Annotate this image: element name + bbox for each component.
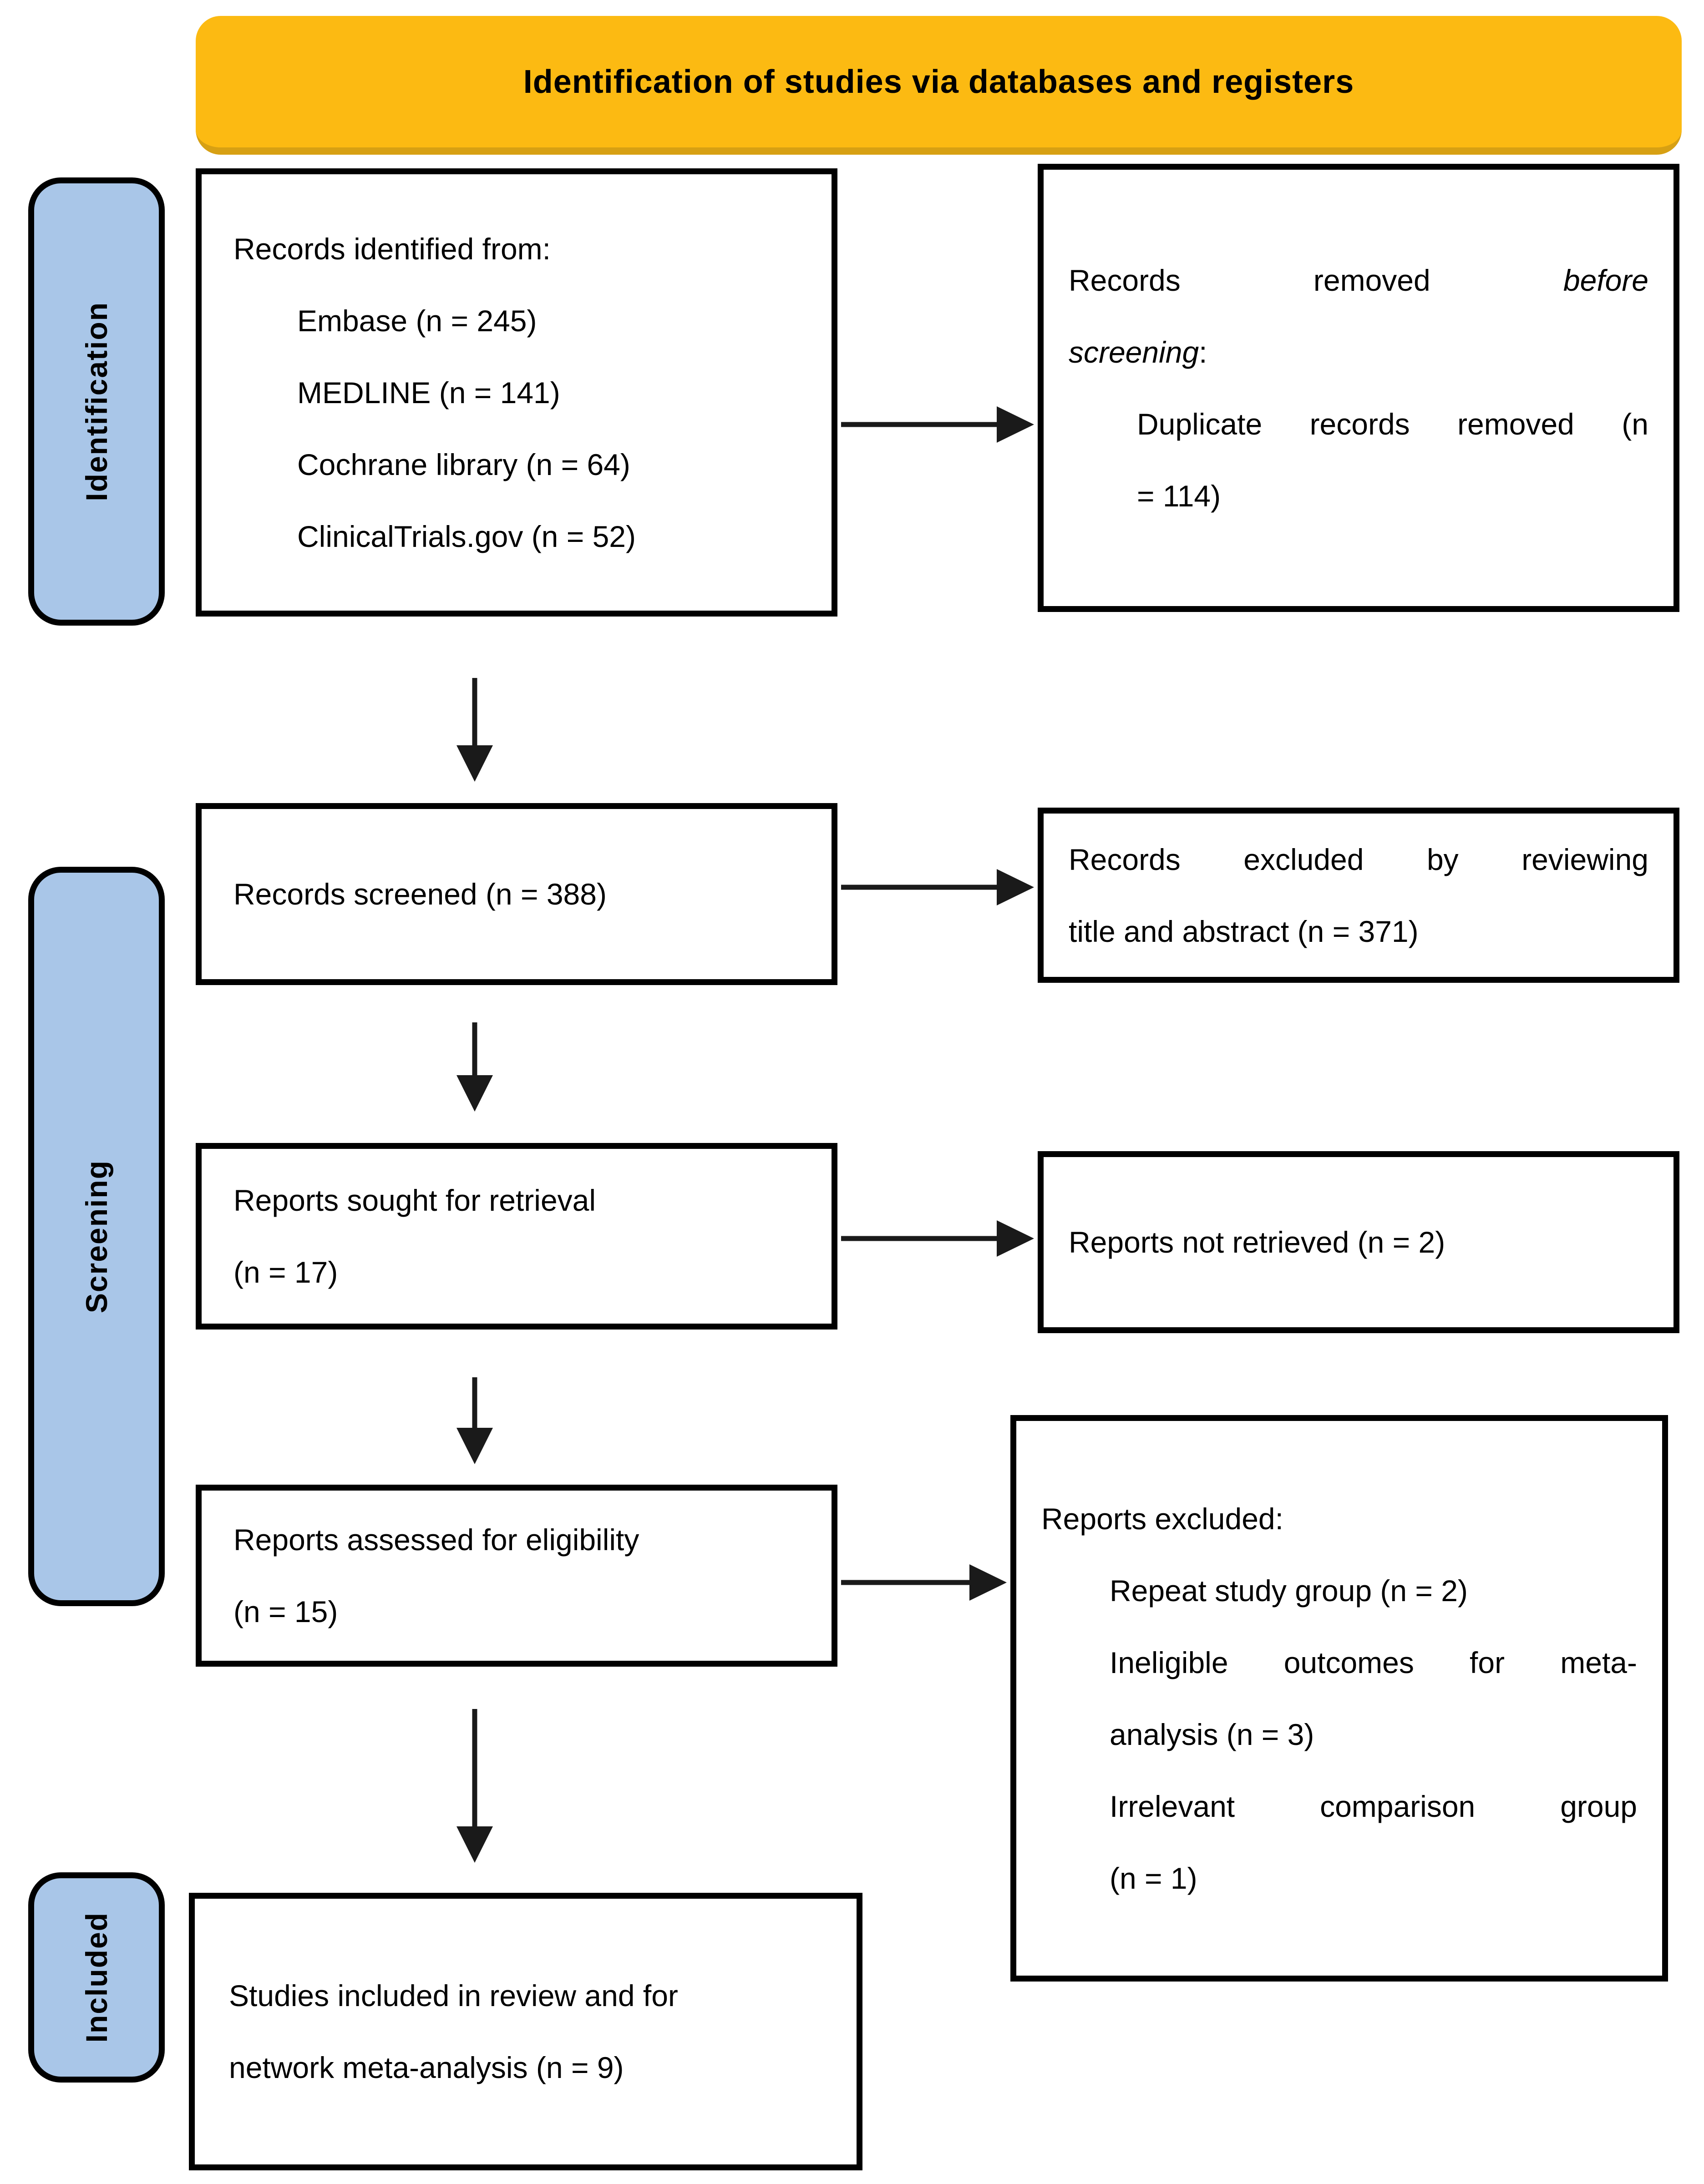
banner-title: Identification of studies via databases … xyxy=(523,63,1354,100)
reports-excluded-item2-word3: for xyxy=(1470,1645,1505,1679)
records-identified-item-medline: MEDLINE (n = 141) xyxy=(297,375,560,410)
reports-excluded-item2-line1: Ineligible outcomes for meta- xyxy=(1041,1627,1637,1699)
stage-label-screening: Screening xyxy=(28,867,165,1606)
reports-excluded-item2-word1: Ineligible xyxy=(1110,1645,1228,1679)
records-identified-box: Records identified from: Embase (n = 245… xyxy=(196,168,837,617)
records-identified-heading: Records identified from: xyxy=(233,232,551,266)
arrow-identified-to-removed-icon xyxy=(841,406,1034,443)
reports-sought-line2: (n = 17) xyxy=(233,1255,338,1289)
records-screened-box: Records screened (n = 388) xyxy=(196,803,837,985)
studies-included-box: Studies included in review and for netwo… xyxy=(189,1893,862,2170)
records-excluded-line1: Records excluded by reviewing xyxy=(1069,824,1648,895)
records-excluded-line2: title and abstract (n = 371) xyxy=(1069,914,1419,948)
records-removed-item-word1: Duplicate xyxy=(1137,407,1263,441)
records-excluded-line1-word2: excluded xyxy=(1243,842,1364,876)
records-excluded-line1-word1: Records xyxy=(1069,842,1181,876)
reports-assessed-box: Reports assessed for eligibility (n = 15… xyxy=(196,1485,837,1667)
records-removed-item-word2: records xyxy=(1309,407,1410,441)
reports-assessed-line1: Reports assessed for eligibility xyxy=(233,1523,639,1557)
reports-excluded-item3-line1: Irrelevant comparison group xyxy=(1041,1770,1637,1842)
records-identified-item-cochrane: Cochrane library (n = 64) xyxy=(297,447,630,481)
reports-excluded-heading: Reports excluded: xyxy=(1041,1502,1283,1536)
arrow-assessed-to-reports-excluded-icon xyxy=(841,1564,1007,1601)
records-identified-item-clinicaltrials: ClinicalTrials.gov (n = 52) xyxy=(297,519,636,553)
arrow-screened-to-excluded-icon xyxy=(841,869,1034,905)
reports-not-retrieved-text: Reports not retrieved (n = 2) xyxy=(1069,1225,1445,1259)
reports-excluded-item3-line2: (n = 1) xyxy=(1110,1861,1197,1895)
studies-included-line1: Studies included in review and for xyxy=(229,1979,678,2012)
records-removed-box: Records removed before screening: Duplic… xyxy=(1038,164,1679,612)
reports-sought-line1: Reports sought for retrieval xyxy=(233,1183,596,1217)
records-removed-line2: screening: xyxy=(1069,316,1648,388)
records-excluded-line1-word3: by xyxy=(1426,842,1459,876)
studies-included-line2: network meta-analysis (n = 9) xyxy=(229,2051,624,2084)
reports-excluded-item3-word1: Irrelevant xyxy=(1110,1789,1235,1823)
arrow-assessed-to-included-icon xyxy=(456,1709,493,1863)
records-removed-line1-word3: before xyxy=(1563,263,1648,297)
arrow-sought-to-assessed-icon xyxy=(456,1377,493,1464)
records-removed-item-line2: = 114) xyxy=(1137,479,1221,513)
records-excluded-line1-word4: reviewing xyxy=(1521,842,1648,876)
reports-excluded-item3-word3: group xyxy=(1560,1789,1637,1823)
reports-excluded-item2-line2: analysis (n = 3) xyxy=(1110,1717,1314,1751)
records-identified-item-embase: Embase (n = 245) xyxy=(297,303,537,338)
records-excluded-box: Records excluded by reviewing title and … xyxy=(1038,808,1679,983)
stage-label-included: Included xyxy=(28,1872,165,2083)
records-removed-line1-word1: Records xyxy=(1069,263,1181,297)
reports-assessed-line2: (n = 15) xyxy=(233,1595,338,1628)
reports-excluded-item2-word2: outcomes xyxy=(1283,1645,1414,1679)
records-removed-line2-italic: screening xyxy=(1069,335,1199,369)
records-removed-line1-word2: removed xyxy=(1313,263,1430,297)
records-removed-line1: Records removed before xyxy=(1069,244,1648,316)
records-removed-item-word4: (n xyxy=(1622,407,1648,441)
reports-not-retrieved-box: Reports not retrieved (n = 2) xyxy=(1038,1151,1679,1333)
records-removed-item-word3: removed xyxy=(1457,407,1574,441)
reports-excluded-box: Reports excluded: Repeat study group (n … xyxy=(1010,1415,1668,1982)
banner: Identification of studies via databases … xyxy=(196,16,1682,155)
stage-label-identification: Identification xyxy=(28,177,165,626)
arrow-screened-to-sought-icon xyxy=(456,1022,493,1112)
reports-excluded-item3-word2: comparison xyxy=(1320,1789,1476,1823)
reports-sought-box: Reports sought for retrieval (n = 17) xyxy=(196,1143,837,1330)
records-screened-text: Records screened (n = 388) xyxy=(233,877,607,911)
reports-excluded-item1: Repeat study group (n = 2) xyxy=(1110,1573,1468,1608)
reports-excluded-item2-word4: meta- xyxy=(1560,1645,1637,1679)
arrow-identified-to-screened-icon xyxy=(456,678,493,782)
records-removed-item-line1: Duplicate records removed (n xyxy=(1069,388,1648,460)
arrow-sought-to-not-retrieved-icon xyxy=(841,1220,1034,1257)
records-removed-line2-colon: : xyxy=(1199,335,1207,369)
